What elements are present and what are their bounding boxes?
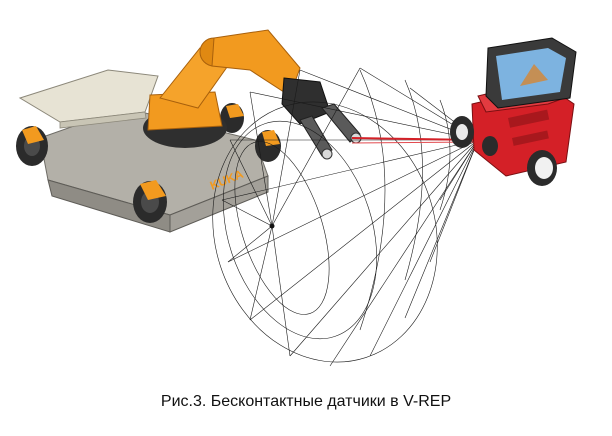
kuka-robot-arm <box>143 29 362 160</box>
red-robot-wheel-left <box>482 136 498 156</box>
gripper-tip-left <box>321 148 333 160</box>
cone-rim-inner-2 <box>234 141 330 315</box>
figure-caption: Рис.3. Бесконтактные датчики в V-REP <box>160 393 452 410</box>
cone-radial-lines <box>221 67 479 367</box>
red-sensor-robot <box>450 37 577 186</box>
arm-wrist <box>281 77 331 125</box>
laser-sensor-lens <box>456 124 468 140</box>
cone-section-1 <box>439 99 451 211</box>
platform-tray-edge <box>59 111 147 129</box>
platform-front <box>169 175 269 233</box>
cone-face-spokes <box>221 67 361 357</box>
red-robot-wheel-right <box>527 150 557 186</box>
red-robot-panel <box>507 109 550 128</box>
wheel-front-left <box>133 180 167 223</box>
platform-tray <box>18 69 159 123</box>
gripper-finger-left <box>299 115 333 157</box>
cone-rim-inner <box>222 120 378 340</box>
sensor-illustration: KUKA <box>16 29 577 367</box>
cone-section-2 <box>404 79 423 281</box>
cone-section-3 <box>359 69 386 331</box>
cone-center-point <box>269 223 275 229</box>
red-robot-screen-image <box>520 64 548 86</box>
gripper-finger-right <box>321 103 361 143</box>
wheel-back-left <box>16 126 48 166</box>
kuka-mobile-platform: KUKA <box>16 69 281 233</box>
cone-rim <box>212 101 438 363</box>
red-robot-panel-2 <box>512 130 549 146</box>
